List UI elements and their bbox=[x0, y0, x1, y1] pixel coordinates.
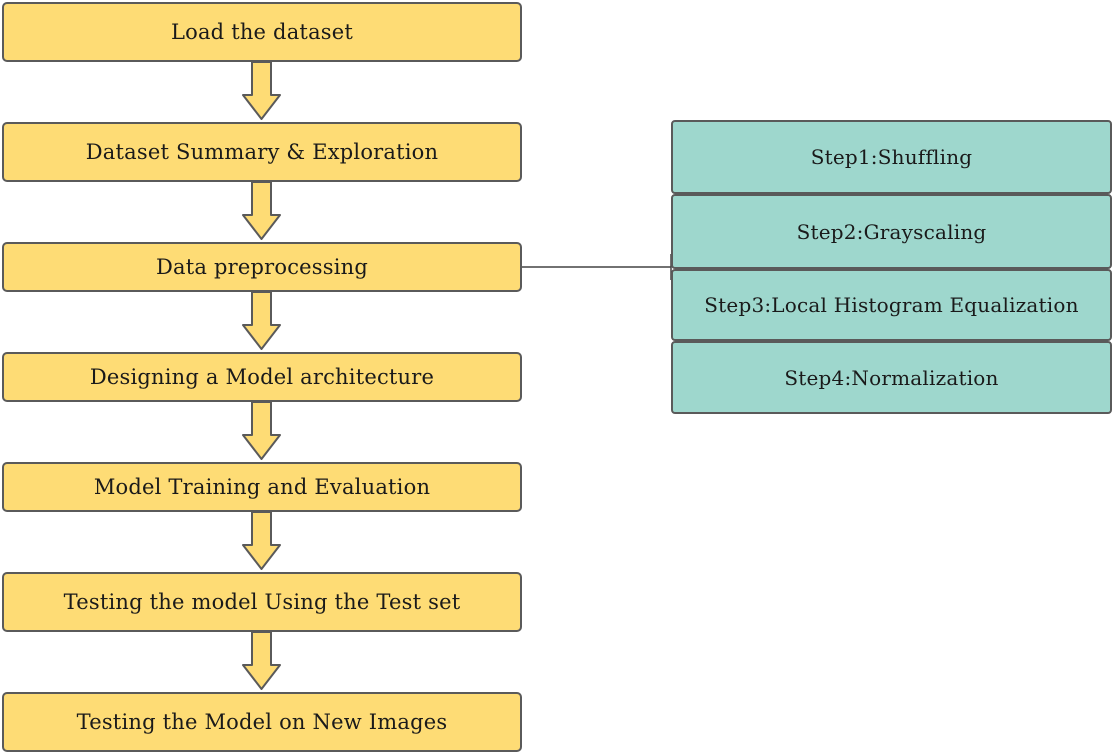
substep-label: Step3:Local Histogram Equalization bbox=[704, 293, 1079, 317]
flow-step-new-images: Testing the Model on New Images bbox=[2, 692, 522, 752]
arrow-down-icon bbox=[242, 181, 281, 240]
substep-label: Step2:Grayscaling bbox=[796, 219, 987, 244]
flow-step-dataset-summary: Dataset Summary & Exploration bbox=[2, 122, 522, 182]
flow-step-label: Data preprocessing bbox=[155, 255, 369, 279]
arrow-down-icon bbox=[242, 61, 281, 120]
flow-step-label: Dataset Summary & Exploration bbox=[85, 140, 439, 164]
flow-step-label: Testing the Model on New Images bbox=[76, 710, 448, 734]
arrow-down-icon bbox=[242, 631, 281, 690]
flow-step-label: Load the dataset bbox=[170, 20, 354, 44]
preprocessing-substep-shuffling: Step1:Shuffling bbox=[671, 120, 1112, 194]
arrow-down-icon bbox=[242, 511, 281, 570]
flow-step-load-dataset: Load the dataset bbox=[2, 2, 522, 62]
flow-step-data-preprocessing: Data preprocessing bbox=[2, 242, 522, 292]
arrow-down-icon bbox=[242, 291, 281, 350]
preprocessing-substep-histogram-equalization: Step3:Local Histogram Equalization bbox=[671, 269, 1112, 341]
substep-label: Step4:Normalization bbox=[784, 365, 999, 390]
preprocessing-substep-normalization: Step4:Normalization bbox=[671, 341, 1112, 414]
flow-step-label: Testing the model Using the Test set bbox=[63, 590, 461, 614]
flow-step-label: Model Training and Evaluation bbox=[93, 475, 431, 499]
arrow-down-icon bbox=[242, 401, 281, 460]
preprocessing-substep-grayscaling: Step2:Grayscaling bbox=[671, 194, 1112, 269]
flow-step-test-set: Testing the model Using the Test set bbox=[2, 572, 522, 632]
flow-step-training-evaluation: Model Training and Evaluation bbox=[2, 462, 522, 512]
flow-step-label: Designing a Model architecture bbox=[89, 365, 435, 389]
substep-label: Step1:Shuffling bbox=[810, 145, 973, 169]
flow-step-model-architecture: Designing a Model architecture bbox=[2, 352, 522, 402]
